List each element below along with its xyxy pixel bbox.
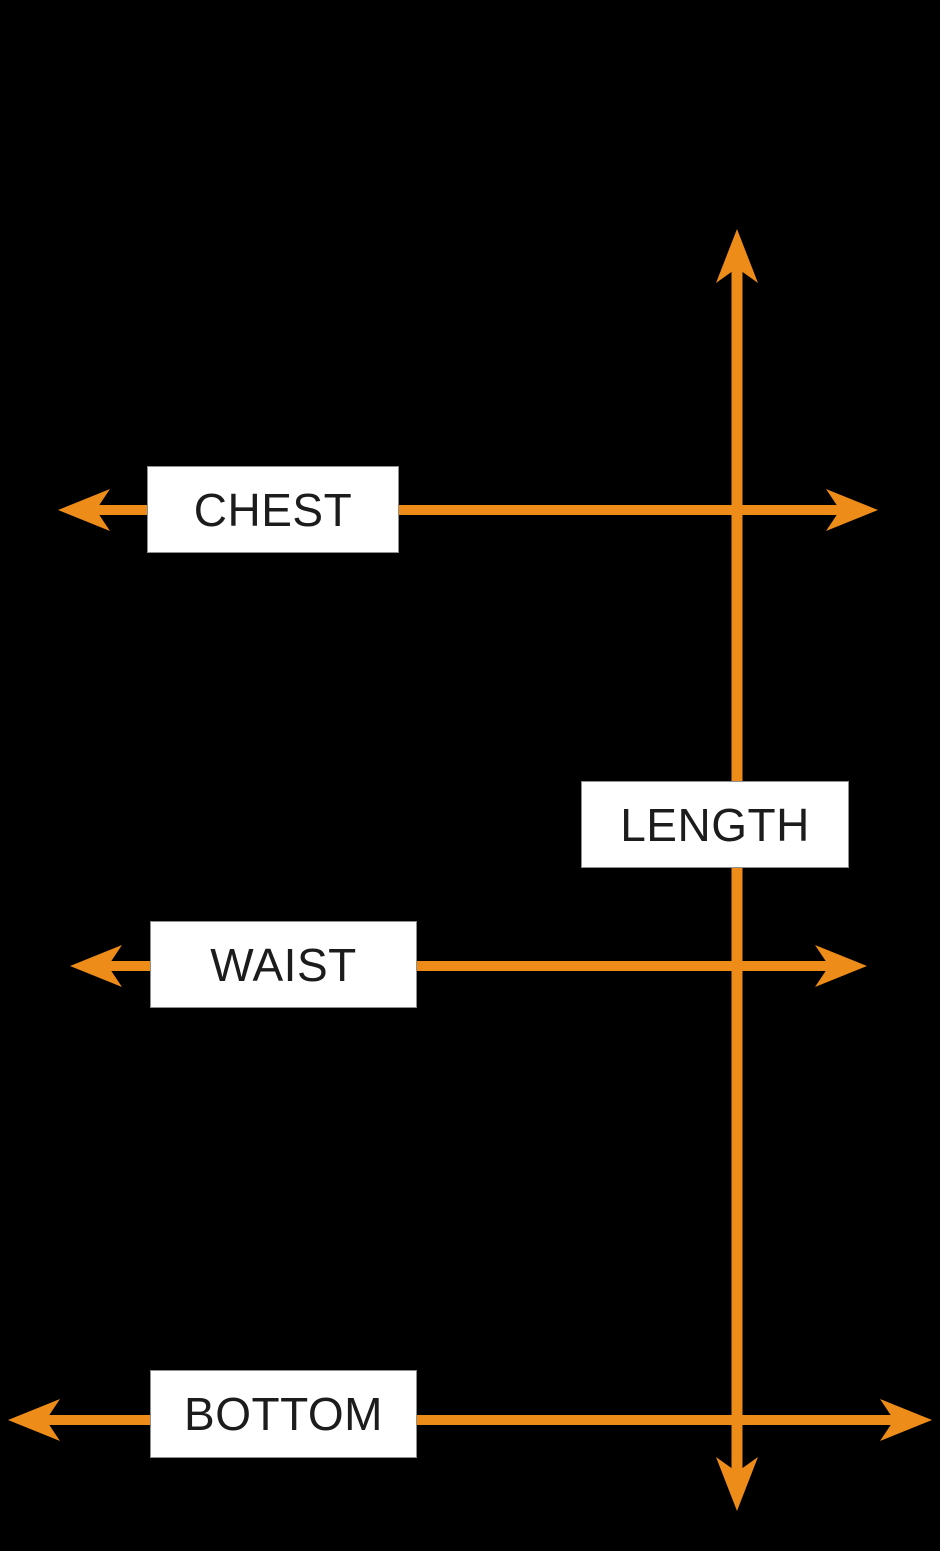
length-label: LENGTH: [581, 781, 849, 868]
bottom-label: BOTTOM: [150, 1370, 417, 1458]
arrow-right-icon: [880, 1399, 932, 1441]
arrow-down-icon: [716, 1457, 758, 1511]
arrow-left-icon: [70, 945, 122, 987]
arrow-right-icon: [826, 489, 878, 531]
bottom-width-arrow: [8, 1399, 932, 1441]
length-arrow: [716, 229, 758, 1511]
waist-label: WAIST: [150, 921, 417, 1008]
chest-label: CHEST: [147, 466, 399, 553]
arrow-right-icon: [815, 945, 867, 987]
arrow-left-icon: [58, 489, 110, 531]
arrow-left-icon: [8, 1399, 60, 1441]
arrow-up-icon: [716, 229, 758, 283]
